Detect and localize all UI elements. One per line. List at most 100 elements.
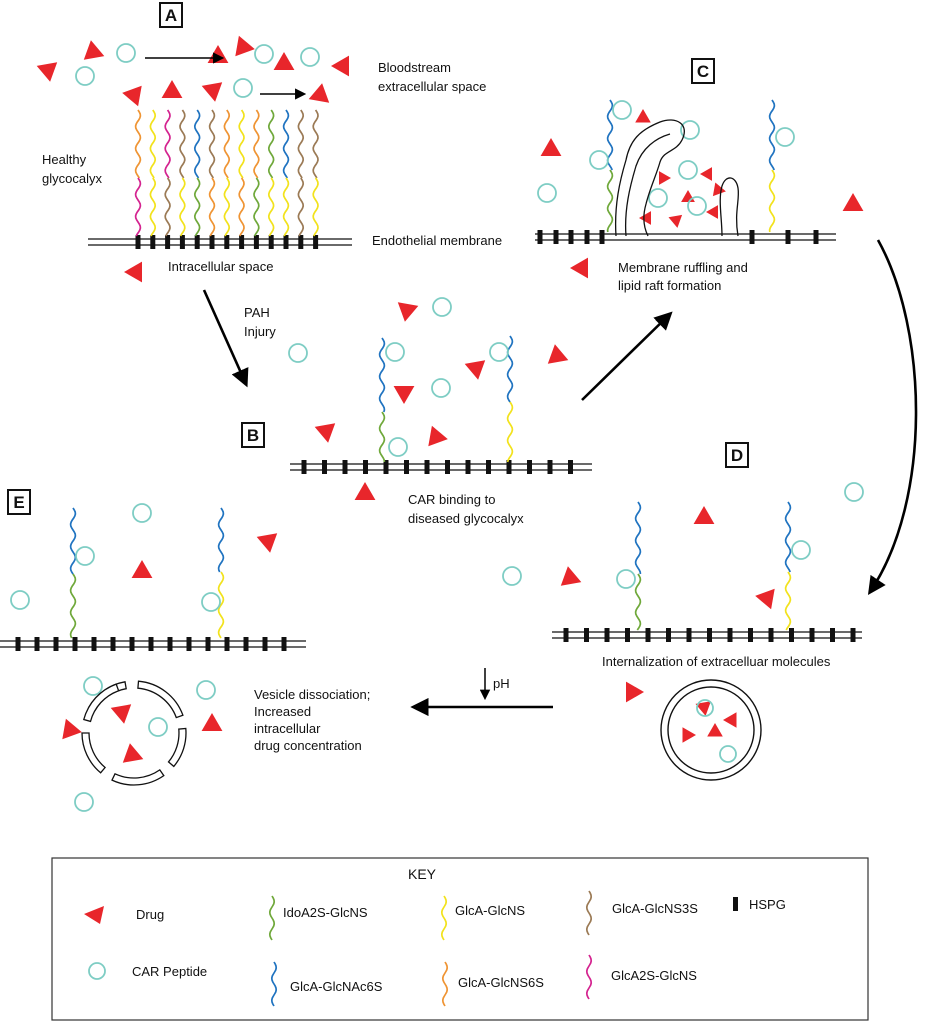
hspg-marker — [243, 637, 249, 651]
membrane-ruffle — [614, 119, 685, 237]
healthy-chain-seg-0 — [297, 109, 305, 179]
particles — [10, 35, 864, 812]
healthy-chain-seg-0 — [193, 109, 201, 179]
chain-b1-seg-1 — [378, 411, 386, 463]
label-internalization: Internalization of extracelluar molecule… — [602, 654, 831, 669]
healthy-chain-seg-1 — [193, 177, 201, 237]
car-peptide-circle — [648, 188, 668, 208]
drug-triangle — [110, 704, 132, 724]
healthy-chain-seg-1 — [297, 177, 305, 237]
car-peptide-circle — [83, 676, 103, 696]
key-glca-glcns-label: GlcA-GlcNS — [455, 903, 525, 918]
drug-triangle — [695, 701, 711, 716]
healthy-chain-seg-0 — [208, 109, 216, 179]
hspg-marker — [150, 235, 156, 249]
drug-triangle — [560, 566, 582, 586]
healthy-chain-seg-0 — [179, 109, 186, 179]
label-injury: Injury — [244, 324, 276, 339]
drug-triangle — [626, 681, 644, 703]
key-ido2s-label: IdoA2S-GlcNS — [283, 905, 368, 920]
drug-triangle — [681, 190, 695, 202]
chain-d1-seg-1 — [634, 573, 642, 631]
hspg-marker — [53, 637, 59, 651]
hspg-marker — [148, 637, 154, 651]
vesicle-d — [660, 679, 762, 781]
label-healthy: Healthy — [42, 152, 87, 167]
label-diseased-glycocalyx: diseased glycocalyx — [408, 511, 524, 526]
hspg-marker — [813, 230, 819, 244]
hspg-marker — [91, 637, 97, 651]
hspg-marker — [167, 637, 173, 651]
drug-triangle — [207, 45, 229, 63]
hspg-marker — [604, 628, 610, 642]
hspg-marker — [625, 628, 630, 642]
chain-d2-seg-1 — [784, 571, 792, 631]
drug-triangle — [235, 35, 255, 57]
chain-c2-seg-0 — [768, 99, 776, 171]
key-title: KEY — [408, 866, 437, 882]
drug-triangle — [693, 506, 715, 524]
drug-triangle — [712, 182, 726, 197]
drug-triangle — [639, 211, 651, 225]
key-swatch-GlcA-GlcNS6S — [441, 961, 449, 1007]
key-swatch-IdoA2S-GlcNS — [268, 895, 276, 941]
hspg-marker — [850, 628, 856, 642]
label-intracellular-space: Intracellular space — [168, 259, 274, 274]
car-peptide-circle — [844, 482, 864, 502]
car-peptide-circle — [431, 378, 451, 398]
vesicle-fragment — [111, 768, 165, 786]
label-membrane-ruffling: Membrane ruffling and — [618, 260, 748, 275]
healthy-chain-seg-0 — [312, 109, 319, 179]
label-endothelial-membrane: Endothelial membrane — [372, 233, 502, 248]
hspg-marker — [599, 230, 605, 244]
svg-text:B: B — [247, 426, 259, 445]
hspg-marker — [789, 628, 794, 642]
car-peptide-circle — [74, 792, 94, 812]
chain-b2-seg-0 — [506, 335, 514, 403]
car-peptide-circle — [489, 342, 509, 362]
healthy-chain-seg-1 — [208, 177, 216, 237]
drug-triangle — [723, 712, 737, 728]
hspg-marker — [553, 230, 559, 244]
arrow-a-to-b — [202, 289, 249, 388]
glycan-chains — [69, 99, 792, 639]
hspg-marker — [809, 628, 815, 642]
healthy-chain-seg-0 — [267, 109, 275, 179]
hspg-marker — [281, 637, 287, 651]
chain-d1-seg-0 — [634, 501, 642, 575]
chain-e2-seg-0 — [217, 507, 225, 573]
drug-triangle — [668, 214, 683, 228]
hspg-marker — [301, 460, 307, 474]
drug-triangle — [755, 588, 775, 610]
label-glycocalyx: glycocalyx — [42, 171, 102, 186]
drug-triangle — [464, 360, 486, 380]
label-pah: PAH — [244, 305, 270, 320]
car-peptide-circle — [791, 540, 811, 560]
hspg-marker — [568, 230, 574, 244]
drug-triangle — [36, 62, 58, 82]
hspg-marker — [205, 637, 211, 651]
car-peptide-circle — [385, 342, 405, 362]
chain-e2-seg-1 — [217, 571, 225, 639]
drug-triangle — [700, 167, 712, 181]
hspg-marker — [707, 628, 712, 642]
drug-triangle — [122, 743, 144, 763]
hspg-marker — [209, 235, 215, 249]
hspg-marker — [363, 460, 368, 474]
hspg-marker — [445, 460, 450, 474]
car-peptide-circle — [254, 44, 274, 64]
drug-triangle — [393, 386, 415, 404]
key-glcns3s-label: GlcA-GlcNS3S — [612, 901, 698, 916]
key-car-icon — [88, 962, 106, 980]
key-drug-icon — [84, 906, 104, 924]
hspg-marker — [194, 235, 200, 249]
panel-a-label: A — [159, 2, 183, 28]
membrane-ruffle-small — [719, 177, 740, 237]
car-peptide-circle — [775, 127, 795, 147]
healthy-chain-seg-0 — [149, 109, 157, 179]
car-peptide-circle — [680, 120, 700, 140]
hspg-marker — [342, 460, 348, 474]
car-peptide-circle — [300, 47, 320, 67]
drug-triangle — [273, 52, 295, 70]
hspg-marker — [15, 637, 21, 651]
